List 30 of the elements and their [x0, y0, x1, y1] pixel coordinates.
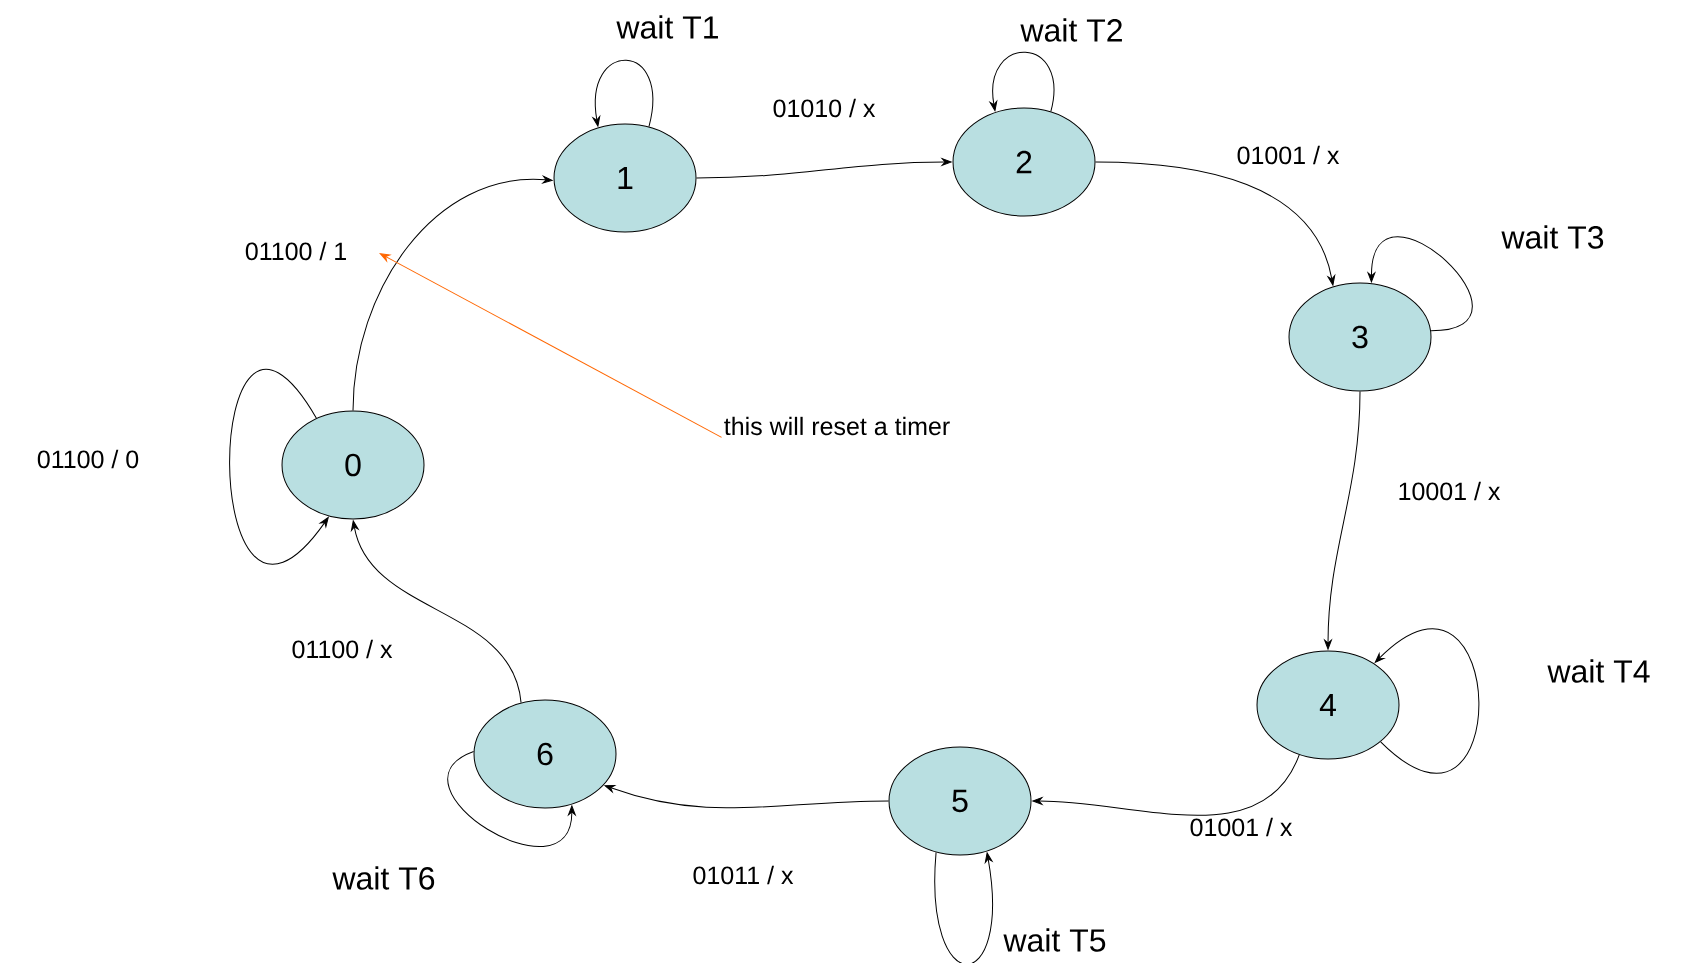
- edge-label: 01001 / x: [1237, 145, 1340, 165]
- self-loop-arrow: [989, 51, 1055, 112]
- edge-label: 01100 / 0: [37, 449, 139, 469]
- transition-arrow: [1095, 161, 1336, 286]
- edge-label: wait T3: [1501, 225, 1604, 249]
- transition-arrow: [1032, 754, 1300, 816]
- annotation-text: this will reset a timer: [724, 416, 950, 436]
- edge-label: wait T1: [616, 15, 718, 39]
- edge-label: 01100 / x: [292, 639, 393, 659]
- self-loop-arrow: [447, 751, 576, 847]
- transition-arrow: [352, 175, 553, 411]
- self-loop-arrow: [592, 59, 654, 128]
- self-loop-arrow: [229, 368, 329, 565]
- edge-label: 01010 / x: [773, 98, 876, 118]
- edge-label: 01011 / x: [693, 865, 794, 885]
- transition-arrow: [1324, 391, 1361, 650]
- transition-arrow: [604, 785, 889, 809]
- edge-label: 01001 / x: [1190, 817, 1293, 837]
- edge-label: 10001 / x: [1399, 481, 1501, 501]
- edge-label: wait T4: [1547, 659, 1650, 683]
- self-loop-arrow: [934, 851, 993, 963]
- transition-arrow: [696, 158, 952, 179]
- edge-label: wait T6: [332, 866, 435, 890]
- transition-arrow: [351, 520, 522, 704]
- edge-label: wait T5: [1003, 928, 1106, 952]
- self-loop-arrow: [1367, 236, 1473, 332]
- edge-label: 01100 / 1: [245, 241, 346, 261]
- self-loop-arrow: [1374, 628, 1480, 774]
- edge-label: wait T2: [1020, 18, 1122, 42]
- leader-line: [379, 253, 723, 438]
